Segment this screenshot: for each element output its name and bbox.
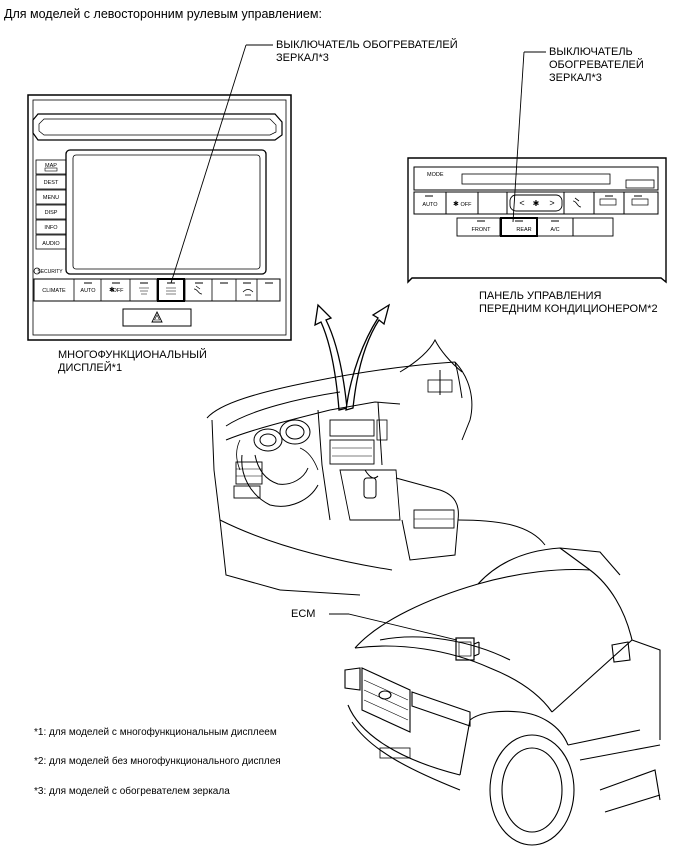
callout-ac-panel-2: ПЕРЕДНИМ КОНДИЦИОНЕРОМ*2 [479, 303, 658, 315]
fan-down-icon[interactable]: < [519, 198, 524, 208]
page-heading: Для моделей с левосторонним рулевым упра… [4, 7, 322, 21]
ac-fan-icon: ✱ [453, 200, 459, 208]
dashboard-interior-illustration [206, 338, 546, 596]
defrost-front-icon [139, 287, 149, 295]
footnote-2: *2: для моделей без многофункционального… [34, 756, 281, 767]
auto-button-display[interactable]: AUTO [80, 288, 96, 294]
ecm-unit-icon [455, 637, 475, 661]
ac-fan-off-button[interactable]: OFF [461, 202, 473, 208]
fan-speed-icon: ✱ [533, 199, 540, 208]
leader-lines [170, 44, 546, 641]
airflow-icon [193, 285, 203, 295]
side-button-audio[interactable]: AUDIO [42, 241, 60, 247]
fan-off-button-display[interactable]: OFF [113, 288, 125, 294]
callout-mirror-switch-right-1: ВЫКЛЮЧАТЕЛЬ [549, 46, 633, 58]
hazard-icon [151, 310, 163, 323]
fan-up-icon[interactable]: > [549, 198, 554, 208]
security-indicator-icon [33, 267, 41, 275]
ac-airflow-icon [572, 197, 582, 208]
mirror-heater-button-ac[interactable] [500, 217, 538, 237]
callout-ac-panel-1: ПАНЕЛЬ УПРАВЛЕНИЯ [479, 290, 602, 302]
callout-mirror-switch-right-3: ЗЕРКАЛ*3 [549, 72, 602, 84]
pointer-arrows [314, 303, 391, 411]
fan-icon: ✱ [109, 286, 115, 294]
ac-auto-button[interactable]: AUTO [422, 202, 438, 208]
side-button-menu[interactable]: MENU [43, 195, 59, 201]
callout-ecm: ECM [291, 608, 316, 620]
defrost-rear-icon [166, 287, 176, 295]
vehicle-exterior-illustration [344, 547, 661, 846]
side-button-disp[interactable]: DISP [45, 210, 58, 216]
security-label: SECURITY [37, 269, 63, 275]
callout-mirror-switch-left-2: ЗЕРКАЛ*3 [276, 52, 329, 64]
side-button-info[interactable]: INFO [44, 225, 58, 231]
footnote-3: *3: для моделей с обогревателем зеркала [34, 786, 230, 797]
callout-mirror-switch-right-2: ОБОГРЕВАТЕЛЕЙ [549, 59, 644, 71]
ac-mode-label: MODE [427, 172, 444, 178]
callout-mirror-switch-left-1: ВЫКЛЮЧАТЕЛЬ ОБОГРЕВАТЕЛЕЙ [276, 39, 458, 51]
recirc-icon [242, 289, 254, 296]
rear-defrost-button[interactable]: REAR [516, 227, 531, 233]
callout-multi-display-1: МНОГОФУНКЦИОНАЛЬНЫЙ [58, 349, 207, 361]
side-button-dest[interactable]: DEST [44, 180, 59, 186]
ac-compressor-button[interactable]: A/C [550, 227, 559, 233]
mirror-heater-button-display[interactable] [157, 278, 185, 302]
multi-display-unit: MAP DEST MENU DISP INFO AUDIO SECURITY [27, 94, 292, 341]
climate-button[interactable]: CLIMATE [42, 288, 66, 294]
side-button-map[interactable]: MAP [45, 163, 57, 169]
front-defrost-button[interactable]: FRONT [472, 227, 492, 233]
footnote-1: *1: для моделей с многофункциональным ди… [34, 727, 277, 738]
ac-control-panel: MODE AUTO OFF < ✱ > ✱ [407, 157, 667, 284]
callout-multi-display-2: ДИСПЛЕЙ*1 [58, 362, 123, 374]
